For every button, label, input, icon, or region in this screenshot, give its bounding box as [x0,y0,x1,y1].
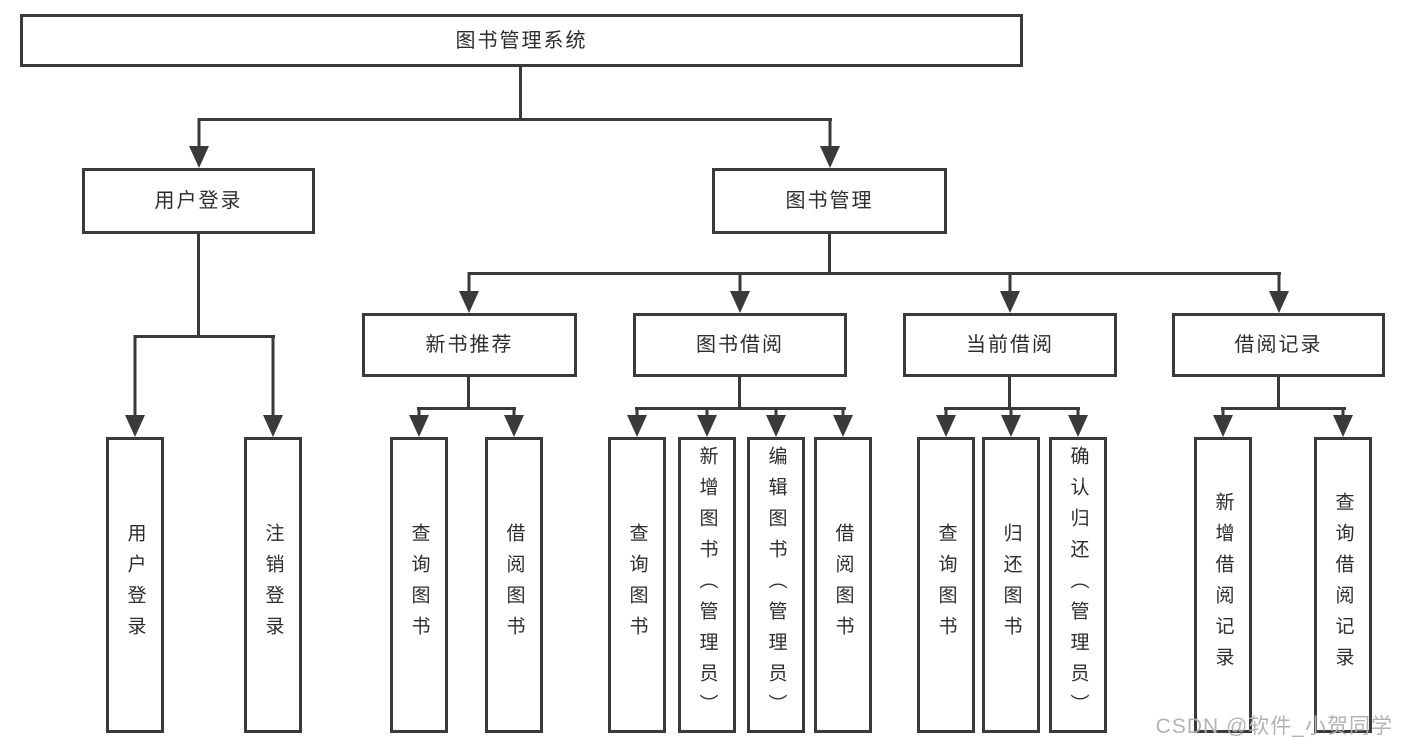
arrow-down-to-add-book [697,407,717,437]
node-book-borrowing-label: 图书借阅 [696,334,784,356]
connector-book-borrow-stem [738,377,741,410]
arrow-down-to-borrow-records [1269,272,1289,313]
arrow-down-to-edit-book [766,407,786,437]
leaf-query-books-3-label: 查询图书 [935,523,957,647]
connector-borrow-records-split [1221,407,1346,410]
leaf-add-borrow-record-label: 新增借阅记录 [1212,492,1234,678]
leaf-edit-book-admin: 编辑图书（管理员） [747,437,805,733]
leaf-borrow-books-1-label: 借阅图书 [503,523,525,647]
connector-user-login-split [134,335,275,338]
leaf-borrow-books-2: 借阅图书 [814,437,872,733]
connector-root-split [198,118,832,121]
node-root-label: 图书管理系统 [455,29,588,52]
connector-new-book-split [417,407,516,410]
leaf-return-book-label: 归还图书 [1000,523,1022,647]
arrow-down-to-leaf-logout [263,335,283,437]
arrow-down-to-new-book [459,272,479,313]
leaf-logout-label: 注销登录 [262,523,284,647]
node-current-borrowing: 当前借阅 [903,313,1117,377]
leaf-query-books-1-label: 查询图书 [408,523,430,647]
arrow-down-to-book-borrow [730,272,750,313]
leaf-query-books-3: 查询图书 [917,437,975,733]
leaf-borrow-books-2-label: 借阅图书 [832,523,854,647]
arrow-down-to-borrow-books-2 [833,407,853,437]
arrow-down-to-book-mgmt [820,118,840,168]
arrow-down-to-borrow-books-1 [504,407,524,437]
leaf-confirm-return-admin: 确认归还（管理员） [1049,437,1107,733]
node-user-login-label: 用户登录 [154,190,243,212]
arrow-down-to-leaf-user-login [125,335,145,437]
leaf-confirm-return-admin-label: 确认归还（管理员） [1067,445,1089,725]
arrow-down-to-query-books-3 [936,407,956,437]
connector-book-mgmt-split [468,272,1281,275]
arrow-down-to-query-books-1 [409,407,429,437]
node-new-book-recommend: 新书推荐 [362,313,577,377]
connector-borrow-records-stem [1277,377,1280,410]
arrow-down-to-query-borrow-record [1333,407,1353,437]
leaf-add-book-admin: 新增图书（管理员） [678,437,736,733]
node-current-borrowing-label: 当前借阅 [966,334,1054,356]
connector-new-book-stem [467,377,470,410]
node-new-book-recommend-label: 新书推荐 [425,334,514,356]
leaf-add-book-admin-label: 新增图书（管理员） [696,445,718,725]
leaf-user-login: 用户登录 [106,437,164,733]
leaf-logout: 注销登录 [244,437,302,733]
arrow-down-to-current-borrow [1000,272,1020,313]
connector-current-borrow-stem [1008,377,1011,410]
leaf-query-books-1: 查询图书 [390,437,448,733]
connector-root-stem [519,67,522,121]
leaf-user-login-label: 用户登录 [124,523,146,647]
leaf-query-borrow-record-label: 查询借阅记录 [1332,492,1354,678]
connector-book-mgmt-stem [828,233,831,275]
node-user-login: 用户登录 [82,168,315,234]
arrow-down-to-confirm-return [1068,407,1088,437]
arrow-down-to-query-books-2 [627,407,647,437]
arrow-down-to-user-login [189,118,209,168]
leaf-edit-book-admin-label: 编辑图书（管理员） [765,445,787,725]
node-borrowing-records: 借阅记录 [1172,313,1385,377]
csdn-watermark: CSDN @软件_小贺同学 [1155,715,1393,738]
leaf-borrow-books-1: 借阅图书 [485,437,543,733]
leaf-query-books-2-label: 查询图书 [626,523,648,647]
leaf-return-book: 归还图书 [982,437,1040,733]
node-book-borrowing: 图书借阅 [633,313,847,377]
leaf-query-books-2: 查询图书 [608,437,666,733]
node-root-system: 图书管理系统 [20,14,1023,67]
leaf-query-borrow-record: 查询借阅记录 [1314,437,1372,733]
node-book-management-label: 图书管理 [785,190,874,212]
leaf-add-borrow-record: 新增借阅记录 [1194,437,1252,733]
arrow-down-to-return-book [1001,407,1021,437]
arrow-down-to-add-borrow-record [1213,407,1233,437]
connector-book-borrow-split [635,407,846,410]
connector-user-login-stem [197,233,200,338]
node-book-management: 图书管理 [712,168,947,234]
node-borrowing-records-label: 借阅记录 [1234,334,1323,356]
